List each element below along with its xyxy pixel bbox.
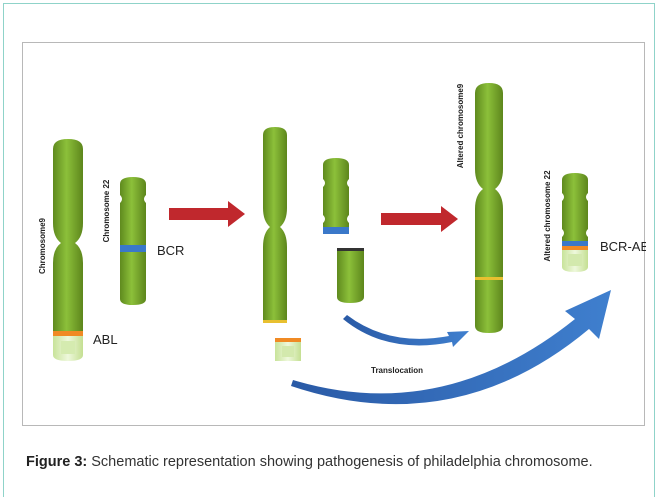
figure-caption: Figure 3: Schematic representation showi… <box>26 452 644 472</box>
bcr-abl-blue-band <box>562 241 588 246</box>
bcr-abl-label: BCR-ABL <box>600 239 646 254</box>
figure-frame: Chromosome9 ABL Chromosome 22 BCR <box>3 3 655 497</box>
bcr-label: BCR <box>157 243 184 258</box>
altered-chromosome9-label: Altered chromosome9 <box>456 83 465 168</box>
step-arrow-2 <box>381 206 458 232</box>
step-arrow-1 <box>169 201 245 227</box>
chromosome9-break <box>263 127 301 361</box>
altered-chromosome9 <box>475 83 503 333</box>
bcr-abl-orange-band <box>562 246 588 250</box>
altered-chromosome22 <box>562 173 588 272</box>
bcr-band <box>120 245 146 252</box>
abl-fragment-band <box>275 338 301 342</box>
figure-number: Figure 3: <box>26 454 88 470</box>
chromosome22 <box>120 177 146 305</box>
chromosome9-label: Chromosome9 <box>38 217 47 274</box>
diagram-panel: Chromosome9 ABL Chromosome 22 BCR <box>22 42 646 426</box>
caption-text: Schematic representation showing pathoge… <box>87 454 593 470</box>
chromosome22-label: Chromosome 22 <box>102 179 111 242</box>
philadelphia-chromosome-diagram: Chromosome9 ABL Chromosome 22 BCR <box>38 83 646 405</box>
abl-label: ABL <box>93 332 118 347</box>
bcr-break-band <box>323 227 349 234</box>
abl-band <box>53 331 83 336</box>
chromosome9 <box>53 139 83 361</box>
altered-chromosome22-label: Altered chromosome 22 <box>543 170 552 262</box>
large-translocation-arrow <box>291 290 611 405</box>
translocation-label: Translocation <box>371 366 423 375</box>
chromosome22-break <box>323 158 364 303</box>
chromosome22-lower-fragment <box>337 251 364 303</box>
small-translocation-arrow <box>343 315 469 347</box>
